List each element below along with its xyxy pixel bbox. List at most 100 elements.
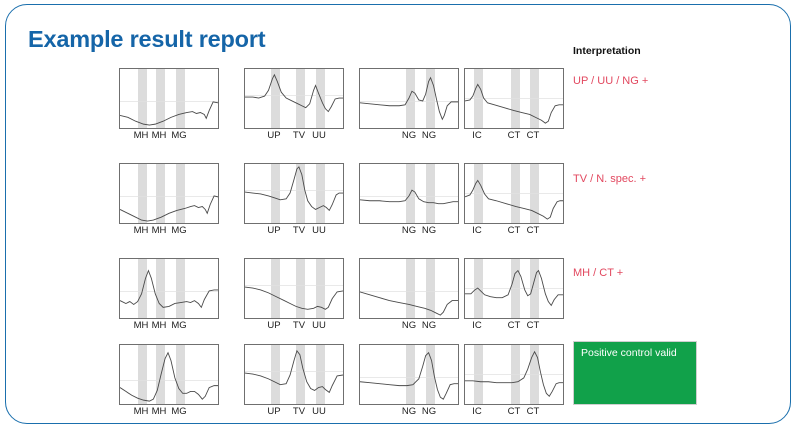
marker-labels: NG NG [359,406,459,420]
interpretation-heading: Interpretation [573,45,641,57]
melt-curve [120,353,218,401]
melt-curve [245,167,343,211]
melt-window-band [405,259,415,318]
melt-window-band [295,69,305,128]
marker-label: MG [171,130,187,141]
marker-label: NG [401,406,417,417]
marker-label: CT [507,406,521,417]
melt-curve [245,351,343,393]
curve-plot [359,68,459,129]
curve-panel[interactable]: IC CT CT [464,344,564,417]
marker-label: NG [421,406,437,417]
marker-label: TV [292,406,306,417]
marker-label: CT [526,320,540,331]
curve-plot [119,258,219,319]
marker-label: CT [526,406,540,417]
melt-window-band [175,164,185,223]
marker-label: MH [133,320,149,331]
curve-plot [119,344,219,405]
marker-label: IC [472,320,482,331]
melt-curve [120,102,218,125]
marker-label: IC [472,130,482,141]
curve-plot [464,258,564,319]
page-title: Example result report [28,26,266,52]
marker-label: IC [472,406,482,417]
curve-plot [244,344,344,405]
curve-plot [119,68,219,129]
marker-label: CT [507,225,521,236]
curve-panel[interactable]: NG NG [359,344,459,417]
melt-window-band [137,164,147,223]
positive-control-label: Positive control valid [581,347,677,359]
melt-curve [245,287,343,309]
melt-window-band [295,259,305,318]
melt-window-band [405,345,415,404]
marker-label: TV [292,225,306,236]
marker-label: UU [312,320,326,331]
melt-window-band [270,164,280,223]
marker-label: UP [267,406,281,417]
marker-label: MH [151,225,167,236]
melt-window-band [137,345,147,404]
melt-curve [360,190,458,204]
melt-window-band [270,259,280,318]
marker-label: NG [401,130,417,141]
melt-curve [465,180,563,219]
marker-label: MG [171,225,187,236]
curve-plot [464,163,564,224]
marker-label: MH [151,320,167,331]
curve-plot [464,68,564,129]
melt-curve [245,75,343,112]
marker-label: UU [312,406,326,417]
marker-label: MH [151,406,167,417]
interpretation-result: MH / CT + [573,267,624,279]
curve-plot [244,68,344,129]
melt-window-band [425,259,435,318]
curve-panel[interactable]: UP TV UU [244,344,344,417]
marker-label: NG [401,320,417,331]
curve-plot [464,344,564,405]
marker-label: UP [267,130,281,141]
melt-window-band [137,259,147,318]
marker-label: NG [401,225,417,236]
melt-window-band [175,345,185,404]
melt-window-band [425,345,435,404]
melt-window-band [425,69,435,128]
marker-label: CT [507,130,521,141]
melt-curve [120,196,218,221]
marker-label: TV [292,130,306,141]
marker-label: MG [171,320,187,331]
melt-window-band [270,69,280,128]
melt-window-band [137,69,147,128]
melt-curve [360,78,458,120]
melt-window-band [295,345,305,404]
melt-curve [465,84,563,123]
melt-window-band [155,69,165,128]
